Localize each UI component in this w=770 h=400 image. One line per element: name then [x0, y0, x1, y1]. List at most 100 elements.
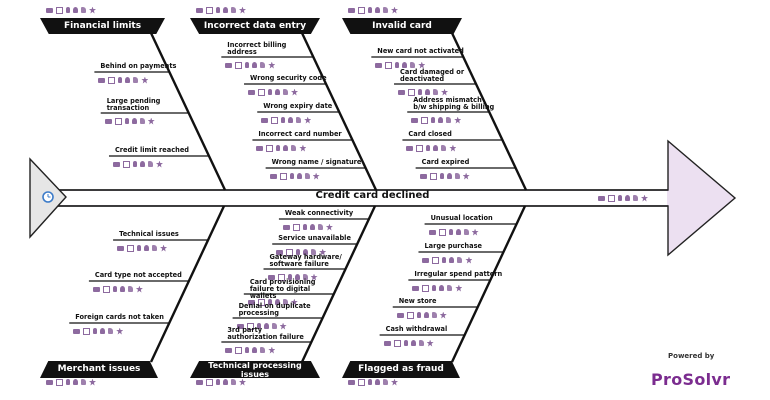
hand-icon[interactable]	[302, 274, 308, 280]
external-link-icon[interactable]	[235, 346, 243, 354]
folder-icon[interactable]	[247, 299, 255, 305]
external-link-icon[interactable]	[271, 116, 279, 124]
external-link-icon[interactable]	[56, 6, 63, 14]
person-icon[interactable]	[375, 379, 380, 385]
person-icon[interactable]	[303, 249, 309, 255]
star-icon[interactable]	[310, 273, 318, 281]
lightbulb-icon[interactable]	[216, 7, 220, 13]
external-link-icon[interactable]	[438, 228, 446, 236]
category-title-invalid-card[interactable]: Invalid card	[342, 18, 462, 34]
external-link-icon[interactable]	[406, 311, 414, 319]
hand-icon[interactable]	[231, 7, 236, 13]
hand-icon[interactable]	[133, 77, 139, 83]
external-link-icon[interactable]	[114, 117, 122, 125]
external-link-icon[interactable]	[432, 256, 440, 264]
hand-icon[interactable]	[291, 145, 297, 151]
star-icon[interactable]	[426, 339, 434, 347]
star-icon[interactable]	[449, 144, 457, 152]
cause-label[interactable]: Unusual location	[430, 214, 493, 222]
external-link-icon[interactable]	[286, 248, 294, 256]
person-icon[interactable]	[433, 145, 439, 151]
star-icon[interactable]	[471, 228, 479, 236]
lightbulb-icon[interactable]	[426, 145, 431, 151]
hand-icon[interactable]	[457, 257, 463, 263]
hand-icon[interactable]	[139, 118, 145, 124]
hand-icon[interactable]	[282, 299, 288, 305]
person-icon[interactable]	[375, 7, 380, 13]
folder-icon[interactable]	[411, 117, 419, 123]
hand-icon[interactable]	[447, 285, 453, 291]
lightbulb-icon[interactable]	[124, 118, 129, 124]
lightbulb-icon[interactable]	[395, 62, 400, 68]
hand-icon[interactable]	[260, 62, 266, 68]
external-link-icon[interactable]	[422, 284, 430, 292]
folder-icon[interactable]	[196, 7, 203, 13]
person-icon[interactable]	[455, 229, 461, 235]
folder-icon[interactable]	[196, 379, 203, 385]
cause-label[interactable]: Wrong expiry date	[263, 102, 333, 110]
cause-label[interactable]: New store	[398, 297, 437, 305]
folder-icon[interactable]	[598, 195, 605, 201]
folder-icon[interactable]	[248, 89, 256, 95]
person-icon[interactable]	[425, 89, 431, 95]
hand-icon[interactable]	[431, 312, 437, 318]
star-icon[interactable]	[441, 88, 449, 96]
star-icon[interactable]	[239, 6, 246, 14]
external-link-icon[interactable]	[608, 194, 615, 202]
hand-icon[interactable]	[454, 173, 460, 179]
star-icon[interactable]	[465, 256, 473, 264]
lightbulb-icon[interactable]	[66, 379, 70, 385]
person-icon[interactable]	[144, 245, 150, 251]
folder-icon[interactable]	[225, 62, 233, 68]
person-icon[interactable]	[288, 117, 294, 123]
star-icon[interactable]	[304, 116, 312, 124]
folder-icon[interactable]	[225, 347, 233, 353]
hand-icon[interactable]	[231, 379, 236, 385]
person-icon[interactable]	[119, 286, 125, 292]
star-icon[interactable]	[455, 284, 463, 292]
lightbulb-icon[interactable]	[112, 286, 117, 292]
star-icon[interactable]	[319, 248, 327, 256]
star-icon[interactable]	[312, 172, 320, 180]
hand-icon[interactable]	[418, 340, 424, 346]
external-link-icon[interactable]	[108, 76, 116, 84]
external-link-icon[interactable]	[393, 339, 401, 347]
lightbulb-icon[interactable]	[302, 224, 307, 230]
hand-icon[interactable]	[260, 347, 266, 353]
external-link-icon[interactable]	[358, 6, 365, 14]
star-icon[interactable]	[268, 61, 276, 69]
folder-icon[interactable]	[73, 328, 81, 334]
cause-label[interactable]: Technical issues	[119, 230, 179, 238]
cause-label[interactable]: Card type not accepted	[94, 271, 182, 279]
star-icon[interactable]	[268, 346, 276, 354]
cause-label[interactable]: Behind on payments	[100, 62, 177, 70]
hand-icon[interactable]	[147, 161, 153, 167]
lightbulb-icon[interactable]	[289, 173, 294, 179]
hand-icon[interactable]	[127, 286, 133, 292]
lightbulb-icon[interactable]	[132, 161, 137, 167]
person-icon[interactable]	[131, 118, 137, 124]
star-icon[interactable]	[439, 311, 447, 319]
hand-icon[interactable]	[81, 379, 86, 385]
hand-icon[interactable]	[108, 328, 114, 334]
lightbulb-icon[interactable]	[431, 117, 436, 123]
person-icon[interactable]	[252, 62, 258, 68]
folder-icon[interactable]	[428, 229, 436, 235]
star-icon[interactable]	[462, 172, 470, 180]
external-link-icon[interactable]	[277, 273, 285, 281]
lightbulb-icon[interactable]	[256, 323, 261, 329]
person-icon[interactable]	[439, 285, 445, 291]
hand-icon[interactable]	[433, 89, 439, 95]
person-icon[interactable]	[263, 323, 269, 329]
category-title-financial-limits[interactable]: Financial limits	[40, 18, 165, 34]
folder-icon[interactable]	[117, 245, 125, 251]
star-icon[interactable]	[418, 61, 426, 69]
external-link-icon[interactable]	[279, 172, 287, 180]
star-icon[interactable]	[454, 116, 462, 124]
person-icon[interactable]	[283, 145, 289, 151]
lightbulb-icon[interactable]	[618, 195, 622, 201]
lightbulb-icon[interactable]	[93, 328, 98, 334]
star-icon[interactable]	[155, 160, 163, 168]
lightbulb-icon[interactable]	[368, 379, 372, 385]
person-icon[interactable]	[294, 274, 300, 280]
